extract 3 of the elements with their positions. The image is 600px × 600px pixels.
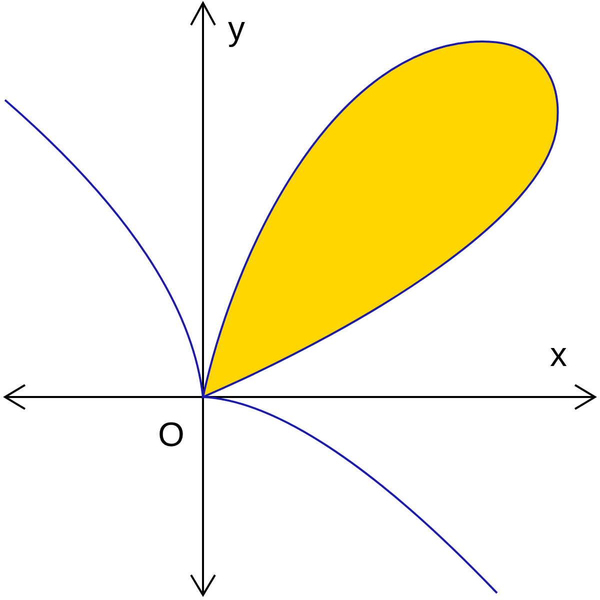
origin-label: O xyxy=(158,418,184,452)
x-axis-label: x xyxy=(550,338,567,372)
y-axis-label: y xyxy=(228,12,245,46)
